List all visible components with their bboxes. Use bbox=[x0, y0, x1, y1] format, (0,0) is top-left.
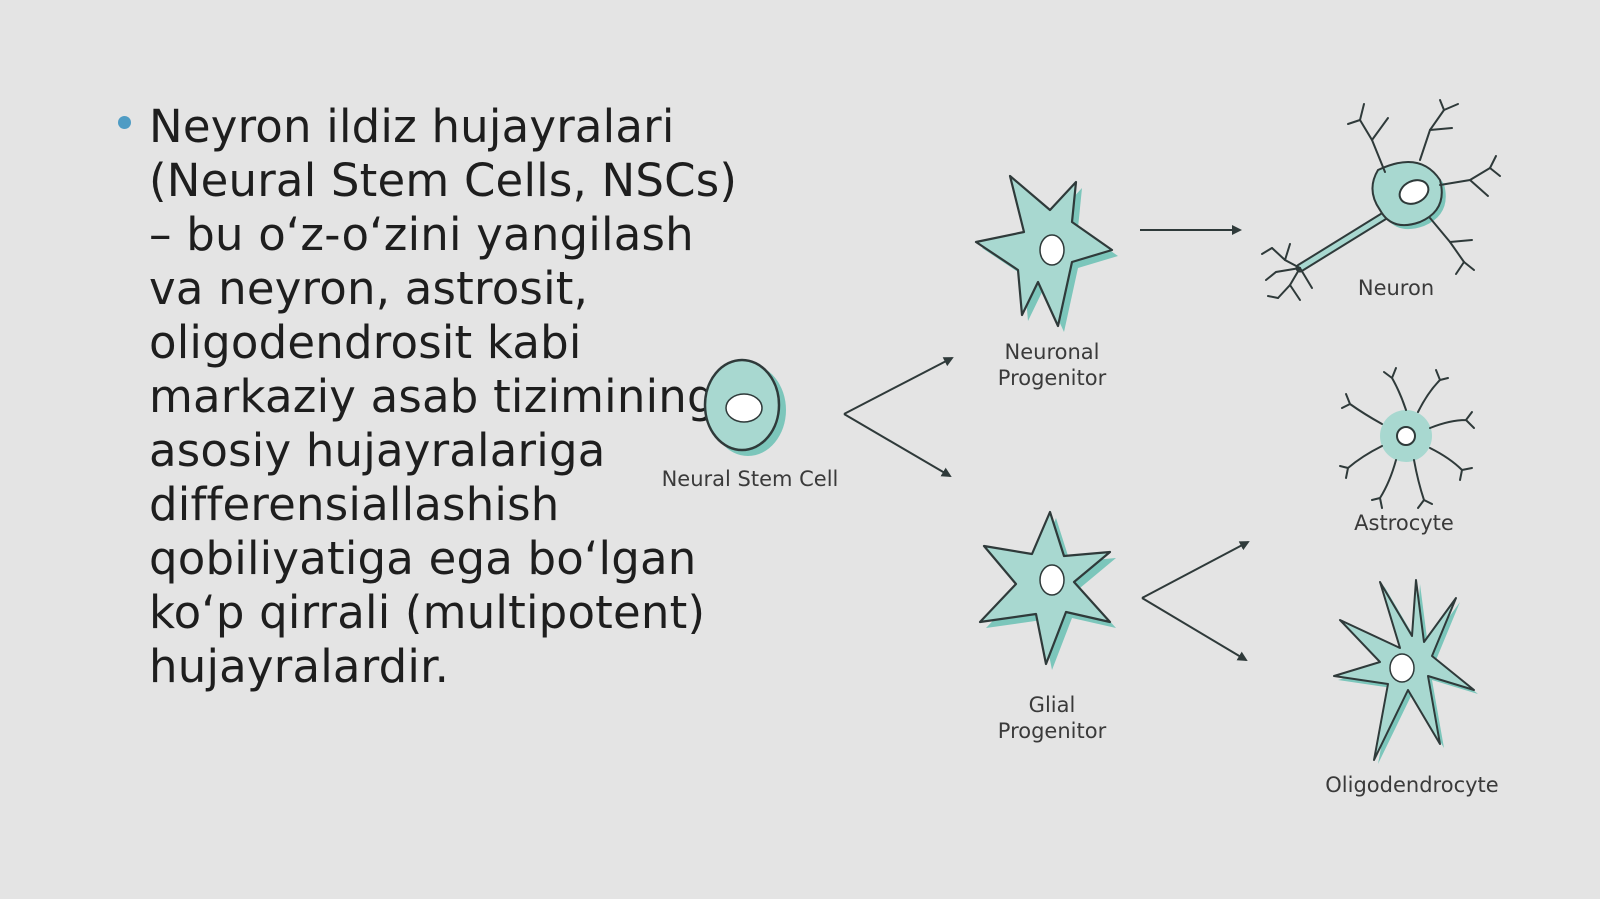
label-glial-progenitor-1: Glial bbox=[1029, 693, 1076, 717]
arrow-glial-to-astrocyte bbox=[1141, 541, 1250, 599]
arrow-stem-to-neuronal bbox=[843, 357, 954, 415]
arrow-glial-to-oligodendrocyte bbox=[1141, 597, 1248, 662]
label-neuron: Neuron bbox=[1358, 276, 1434, 300]
bullet-dot bbox=[118, 116, 131, 129]
arrow-stem-to-glial bbox=[843, 413, 952, 478]
bullet-text: Neyron ildiz hujayralari (Neural Stem Ce… bbox=[149, 100, 738, 693]
label-neuronal-progenitor-1: Neuronal bbox=[1005, 340, 1100, 364]
neural-stem-cell bbox=[703, 358, 786, 456]
neuron-cell bbox=[1261, 99, 1501, 301]
glial-progenitor-cell bbox=[978, 510, 1116, 670]
astrocyte-cell bbox=[1339, 367, 1475, 509]
label-astrocyte: Astrocyte bbox=[1354, 511, 1454, 535]
label-oligodendrocyte: Oligodendrocyte bbox=[1325, 773, 1498, 797]
label-glial-progenitor-2: Progenitor bbox=[998, 719, 1107, 743]
bullet-item: Neyron ildiz hujayralari (Neural Stem Ce… bbox=[118, 100, 738, 694]
neuronal-progenitor-cell bbox=[974, 174, 1118, 332]
label-neuronal-progenitor-2: Progenitor bbox=[998, 366, 1107, 390]
oligodendrocyte-cell bbox=[1333, 579, 1478, 764]
label-neural-stem-cell: Neural Stem Cell bbox=[662, 467, 839, 491]
